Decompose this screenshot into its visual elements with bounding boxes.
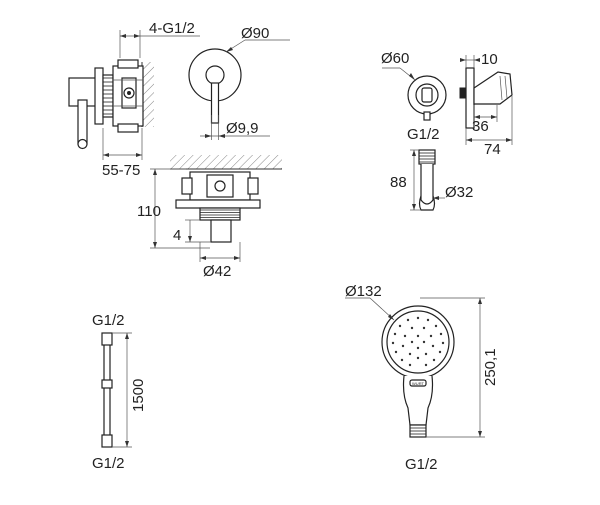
- shower-brand-mark: WURT: [412, 381, 424, 386]
- hose-bottom-nut: [101, 434, 113, 448]
- hose-top-nut: [101, 332, 113, 346]
- wall-hatch: [142, 62, 154, 127]
- holder-depth-label: 36: [472, 118, 489, 135]
- outlet-diameter-label: Ø60: [381, 50, 409, 67]
- top-height-label: 110: [137, 203, 161, 220]
- hose-length-label: 1500: [130, 379, 147, 412]
- wall-outlet-view: Ø60 G1/2 88 Ø32: [381, 50, 473, 211]
- hose-bottom-thread-label: G1/2: [92, 455, 125, 472]
- valve-front-view: Ø90 Ø9,9: [188, 25, 290, 140]
- outlet-height-label: 88: [390, 174, 407, 191]
- valve-thread-label: 4-G1/2: [149, 20, 195, 37]
- holder-arm: [473, 71, 513, 105]
- valve-cover-plate: [94, 67, 104, 125]
- holder-side-view: 10 36 74: [459, 51, 513, 158]
- shower-diameter-label: Ø132: [345, 283, 382, 300]
- shower-length-label: 250,1: [482, 348, 499, 386]
- shower-nozzles: [391, 316, 445, 367]
- top-offset-label: 4: [173, 227, 181, 244]
- top-stem: [210, 219, 232, 243]
- outlet-thread-label: G1/2: [407, 126, 440, 143]
- valve-lever: [77, 99, 88, 145]
- shower-thread-label: G1/2: [405, 456, 438, 473]
- holder-total-depth-label: 74: [484, 141, 501, 158]
- top-diameter-label: Ø42: [203, 263, 231, 280]
- front-lever: [210, 82, 220, 124]
- hose-view: G1/2 G1/2 1500: [92, 312, 147, 472]
- holder-diameter-label: Ø32: [445, 184, 473, 201]
- holder-body: [420, 164, 434, 205]
- valve-side-view: 4-G1/2 55-75: [68, 20, 200, 179]
- valve-depth-label: 55-75: [102, 162, 140, 179]
- holder-top-width-label: 10: [481, 51, 498, 68]
- handle-diameter-label: Ø9,9: [226, 120, 259, 137]
- plate-diameter-label: Ø90: [241, 25, 269, 42]
- top-plate: [175, 199, 261, 209]
- hose-top-thread-label: G1/2: [92, 312, 125, 329]
- valve-top-view: 110 4 Ø42: [137, 155, 282, 280]
- ceiling-hatch: [170, 155, 282, 169]
- hand-shower-view: WURT G1/2 Ø132 250,1: [345, 283, 499, 473]
